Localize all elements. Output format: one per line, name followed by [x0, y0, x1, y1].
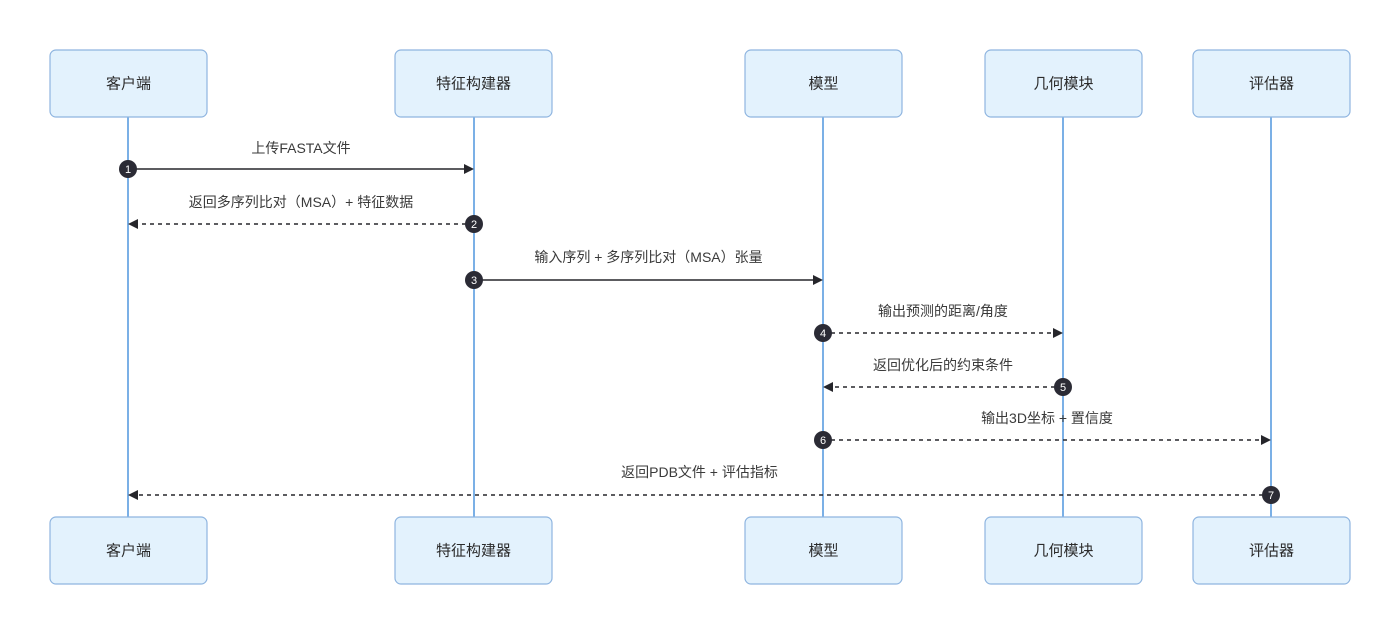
sequence-badge-circle	[119, 160, 137, 178]
actor-box-model-bottom[interactable]: 模型	[744, 516, 903, 585]
actor-box-shape	[394, 49, 553, 118]
sequence-badge-number: 6	[820, 435, 826, 447]
message-label: 返回多序列比对（MSA）+ 特征数据	[189, 194, 413, 210]
sequence-badge-number: 5	[1060, 382, 1066, 394]
sequence-badges-layer: 1 2 3 4 5 6 7	[119, 160, 1280, 504]
message-1[interactable]: 上传FASTA文件	[128, 140, 474, 174]
actor-box-model-top[interactable]: 模型	[744, 49, 903, 118]
message-arrowhead	[813, 275, 823, 285]
message-arrowhead	[128, 219, 138, 229]
actor-label: 客户端	[106, 75, 151, 92]
message-6[interactable]: 输出3D坐标 + 置信度	[823, 410, 1271, 445]
sequence-badge-5: 5	[1054, 378, 1072, 396]
sequence-badge-circle	[1262, 486, 1280, 504]
actor-label: 模型	[808, 542, 838, 559]
actor-label: 客户端	[106, 542, 151, 559]
message-label: 输入序列 + 多序列比对（MSA）张量	[534, 249, 762, 265]
actor-label: 评估器	[1249, 75, 1294, 92]
sequence-badge-1: 1	[119, 160, 137, 178]
sequence-badge-4: 4	[814, 324, 832, 342]
sequence-badge-6: 6	[814, 431, 832, 449]
actor-box-shape	[984, 49, 1143, 118]
sequence-badge-number: 2	[471, 219, 477, 231]
actor-box-shape	[744, 516, 903, 585]
sequence-badge-number: 4	[820, 328, 826, 340]
actor-box-shape	[984, 516, 1143, 585]
actor-box-evaluator-top[interactable]: 评估器	[1192, 49, 1351, 118]
actor-label: 特征构建器	[436, 75, 511, 92]
message-label: 上传FASTA文件	[251, 140, 350, 156]
actor-boxes-top-layer: 客户端 特征构建器 模型 几何模块 评估器	[49, 49, 1351, 118]
message-4[interactable]: 输出预测的距离/角度	[823, 303, 1063, 338]
actor-box-shape	[49, 49, 208, 118]
message-arrowhead	[823, 382, 833, 392]
message-arrowhead	[128, 490, 138, 500]
message-label: 返回PDB文件 + 评估指标	[621, 464, 778, 480]
sequence-badge-circle	[814, 431, 832, 449]
actor-box-shape	[1192, 516, 1351, 585]
actor-label: 几何模块	[1033, 542, 1093, 559]
lifelines-layer	[127, 117, 1272, 517]
actor-box-evaluator-bottom[interactable]: 评估器	[1192, 516, 1351, 585]
actor-box-shape	[744, 49, 903, 118]
sequence-badge-7: 7	[1262, 486, 1280, 504]
message-label: 输出预测的距离/角度	[878, 303, 1008, 319]
actor-label: 几何模块	[1033, 75, 1093, 92]
message-7[interactable]: 返回PDB文件 + 评估指标	[128, 464, 1271, 500]
message-3[interactable]: 输入序列 + 多序列比对（MSA）张量	[474, 249, 823, 285]
message-arrowhead	[464, 164, 474, 174]
sequence-badge-circle	[465, 271, 483, 289]
actor-box-shape	[49, 516, 208, 585]
actor-label: 评估器	[1249, 542, 1294, 559]
message-2[interactable]: 返回多序列比对（MSA）+ 特征数据	[128, 194, 474, 229]
message-label: 输出3D坐标 + 置信度	[981, 410, 1113, 426]
actor-box-shape	[394, 516, 553, 585]
actor-box-features-top[interactable]: 特征构建器	[394, 49, 553, 118]
sequence-badge-number: 3	[471, 275, 477, 287]
actor-box-shape	[1192, 49, 1351, 118]
message-label: 返回优化后的约束条件	[873, 357, 1013, 373]
actor-label: 模型	[808, 75, 838, 92]
actor-box-geometry-top[interactable]: 几何模块	[984, 49, 1143, 118]
actor-box-client-bottom[interactable]: 客户端	[49, 516, 208, 585]
sequence-badge-circle	[814, 324, 832, 342]
message-arrowhead	[1261, 435, 1271, 445]
actor-box-client-top[interactable]: 客户端	[49, 49, 208, 118]
actor-boxes-bottom-layer: 客户端 特征构建器 模型 几何模块 评估器	[49, 516, 1351, 585]
message-arrowhead	[1053, 328, 1063, 338]
sequence-badge-circle	[1054, 378, 1072, 396]
actor-label: 特征构建器	[436, 542, 511, 559]
actor-box-geometry-bottom[interactable]: 几何模块	[984, 516, 1143, 585]
sequence-badge-number: 7	[1268, 490, 1274, 502]
sequence-badge-2: 2	[465, 215, 483, 233]
message-5[interactable]: 返回优化后的约束条件	[823, 357, 1063, 392]
sequence-badge-circle	[465, 215, 483, 233]
sequence-badge-number: 1	[125, 164, 131, 176]
actor-box-features-bottom[interactable]: 特征构建器	[394, 516, 553, 585]
sequence-badge-3: 3	[465, 271, 483, 289]
